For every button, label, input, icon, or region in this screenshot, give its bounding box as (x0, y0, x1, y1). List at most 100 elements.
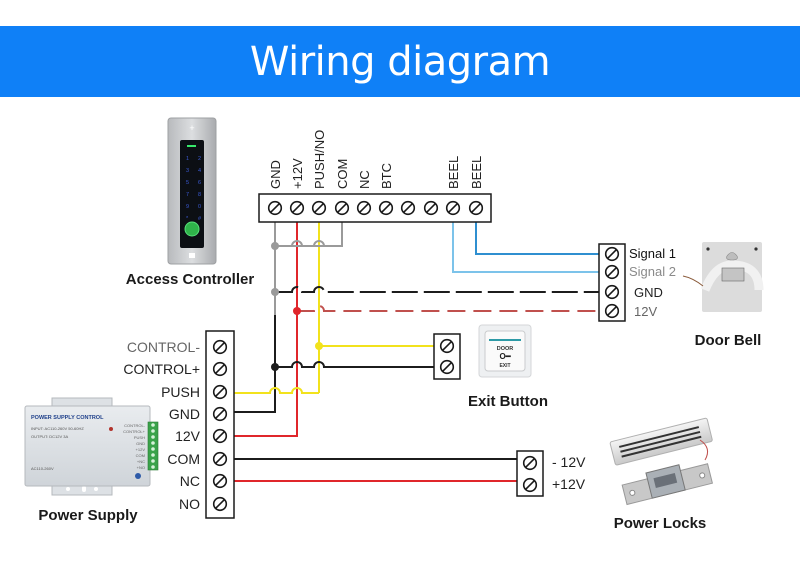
keypad-key: 5 (186, 180, 189, 186)
controller-terminal-label: COM (335, 159, 350, 189)
ps-terminal-dot (151, 447, 155, 451)
ps-panel-output: OUTPUT: DC12V 3A (31, 434, 68, 439)
power-terminal-screw-icon (212, 451, 228, 467)
ps-panel-ac: AC110-260V (31, 466, 54, 471)
ps-terminal-dot (151, 465, 155, 469)
controller-terminal-screw-icon (267, 200, 283, 216)
controller-terminal-screw-icon (356, 200, 372, 216)
power-supply-caption: Power Supply (38, 507, 138, 524)
controller-terminal-screw-icon (311, 200, 327, 216)
power-terminal-screw-icon (212, 406, 228, 422)
ps-terminal-dot (151, 429, 155, 433)
push-wire-to-power (234, 387, 319, 394)
status-led (187, 145, 196, 147)
power-terminal-screw-icon (212, 384, 228, 400)
magnetic-lock (609, 417, 713, 466)
power-terminal-frame (205, 330, 235, 519)
bell-12v-wire (297, 305, 599, 312)
lock-terminal-screw-icon (522, 477, 538, 493)
access-controller-caption: Access Controller (126, 271, 255, 288)
keypad-key: 1 (186, 156, 189, 162)
door-bell: Door Bell (682, 242, 764, 349)
ps-power-led (109, 427, 113, 431)
bell-terminal-screw-icon (604, 284, 620, 300)
com-wire-bridge (275, 240, 342, 247)
ps-panel-label: +NC (137, 459, 145, 464)
power-supply: POWER SUPPLY CONTROL INPUT: AC110-260V 5… (24, 397, 159, 524)
power-terminal-screw-icon (212, 496, 228, 512)
keypad-key: * (186, 216, 189, 222)
bell-signal-2-wire (452, 222, 599, 273)
ps-terminal-dot (151, 423, 155, 427)
ps-terminal-strip (147, 421, 159, 471)
ps-panel-label: GND (136, 441, 145, 446)
bell-signal-1-wire (475, 222, 599, 255)
power-terminal-screw-icon (212, 339, 228, 355)
controller-terminal-screw-icon (334, 200, 350, 216)
plus-12v-wire (234, 222, 298, 437)
screw-icon: + (189, 123, 194, 133)
exit-face-bottom-text: EXIT (499, 363, 510, 369)
controller-terminal-screw-icon (468, 200, 484, 216)
lock-label-minus-12v: - 12V (552, 454, 586, 470)
keypad-key: 6 (198, 180, 201, 186)
bell-terminal-screw-icon (604, 246, 620, 262)
page-title: Wiring diagram (249, 38, 551, 85)
ps-tamper-icon (135, 473, 141, 479)
lock-terminal-screw-icon (522, 455, 538, 471)
power-terminal-label: CONTROL+ (123, 361, 200, 377)
bell-gnd-wire (275, 286, 599, 293)
bell-label-gnd: GND (634, 285, 663, 300)
power-terminal-screw-icon (212, 361, 228, 377)
wires (234, 222, 599, 482)
bell-gnd-junction (271, 288, 279, 296)
bell-lead-wire (682, 275, 704, 287)
ps-panel-input: INPUT: AC110-260V 50-60HZ (31, 426, 84, 431)
controller-terminal-label: PUSH/NO (312, 130, 327, 189)
controller-terminal-screw-icon (400, 200, 416, 216)
hanger-icon (726, 252, 738, 261)
ps-panel-title: POWER SUPPLY CONTROL (31, 415, 104, 421)
bell-terminal-screw-icon (604, 264, 620, 280)
keypad-panel (180, 140, 204, 248)
bell-module (721, 267, 745, 282)
com-wire (275, 222, 343, 247)
exit-button: DOOR O━ EXIT Exit Button (468, 324, 548, 410)
ps-panel-label: CONTROL- (124, 423, 146, 428)
keypad-key: 9 (186, 204, 189, 210)
controller-terminal-screw-icon (423, 200, 439, 216)
bell-label-signal-1: Signal 1 (629, 246, 676, 261)
ps-panel-label: CONTROL+ (123, 429, 146, 434)
power-locks-caption: Power Locks (614, 515, 707, 532)
ps-panel-label: PUSH (134, 435, 145, 440)
bell-12v-junction (293, 307, 301, 315)
controller-terminal-label: BEEL (469, 156, 484, 189)
ps-terminal-dot (151, 435, 155, 439)
power-terminal-label: COM (167, 451, 200, 467)
bell-label-signal-2: Signal 2 (629, 264, 676, 279)
ps-panel-label: +12V (136, 447, 146, 452)
exit-terminal-screw-icon (439, 359, 455, 375)
controller-terminal-screw-icon (378, 200, 394, 216)
power-terminal-label: PUSH (161, 384, 200, 400)
controller-terminal-label: BEEL (446, 156, 461, 189)
keypad-key: 4 (198, 168, 201, 174)
ps-panel-label: COM (136, 453, 145, 458)
keypad-key: 3 (186, 168, 189, 174)
mount-hole (189, 253, 195, 258)
exit-face-top-text: DOOR (497, 346, 514, 352)
ps-terminal-dot (151, 459, 155, 463)
gnd-wire-lower (234, 315, 276, 413)
power-terminal-label: NC (180, 473, 200, 489)
power-terminal-screw-icon (212, 473, 228, 489)
exit-button-caption: Exit Button (468, 393, 548, 410)
ps-terminal-dot (151, 453, 155, 457)
exit-gnd-wire (275, 361, 434, 368)
power-locks: Power Locks (609, 417, 713, 532)
power-terminal-screw-icon (212, 428, 228, 444)
lock-label-plus-12v: +12V (552, 476, 586, 492)
